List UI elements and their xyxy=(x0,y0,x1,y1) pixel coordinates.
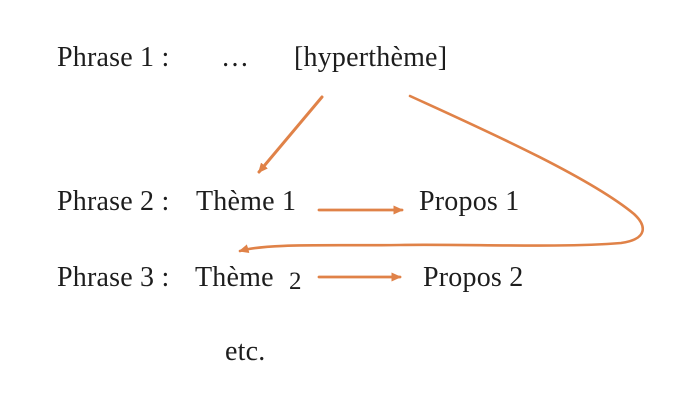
phrase2-theme: Thème 1 xyxy=(196,186,297,217)
phrase3-propos: Propos 2 xyxy=(423,262,524,293)
hypertheme-to-theme1-arrow xyxy=(257,95,324,174)
phrase2-label: Phrase 2 : xyxy=(57,186,170,217)
phrase2-propos: Propos 1 xyxy=(419,186,520,217)
etc-label: etc. xyxy=(225,336,266,367)
phrase3-label: Phrase 3 : xyxy=(57,262,170,293)
phrase3-theme-number: 2 xyxy=(289,268,302,295)
phrase1-ellipsis: … xyxy=(221,42,250,73)
phrase3-theme: Thème xyxy=(195,262,274,293)
phrase1-label: Phrase 1 : xyxy=(57,42,170,73)
phrase1-hypertheme: [hyperthème] xyxy=(294,42,448,73)
loop-to-theme2-arrow xyxy=(238,94,644,253)
